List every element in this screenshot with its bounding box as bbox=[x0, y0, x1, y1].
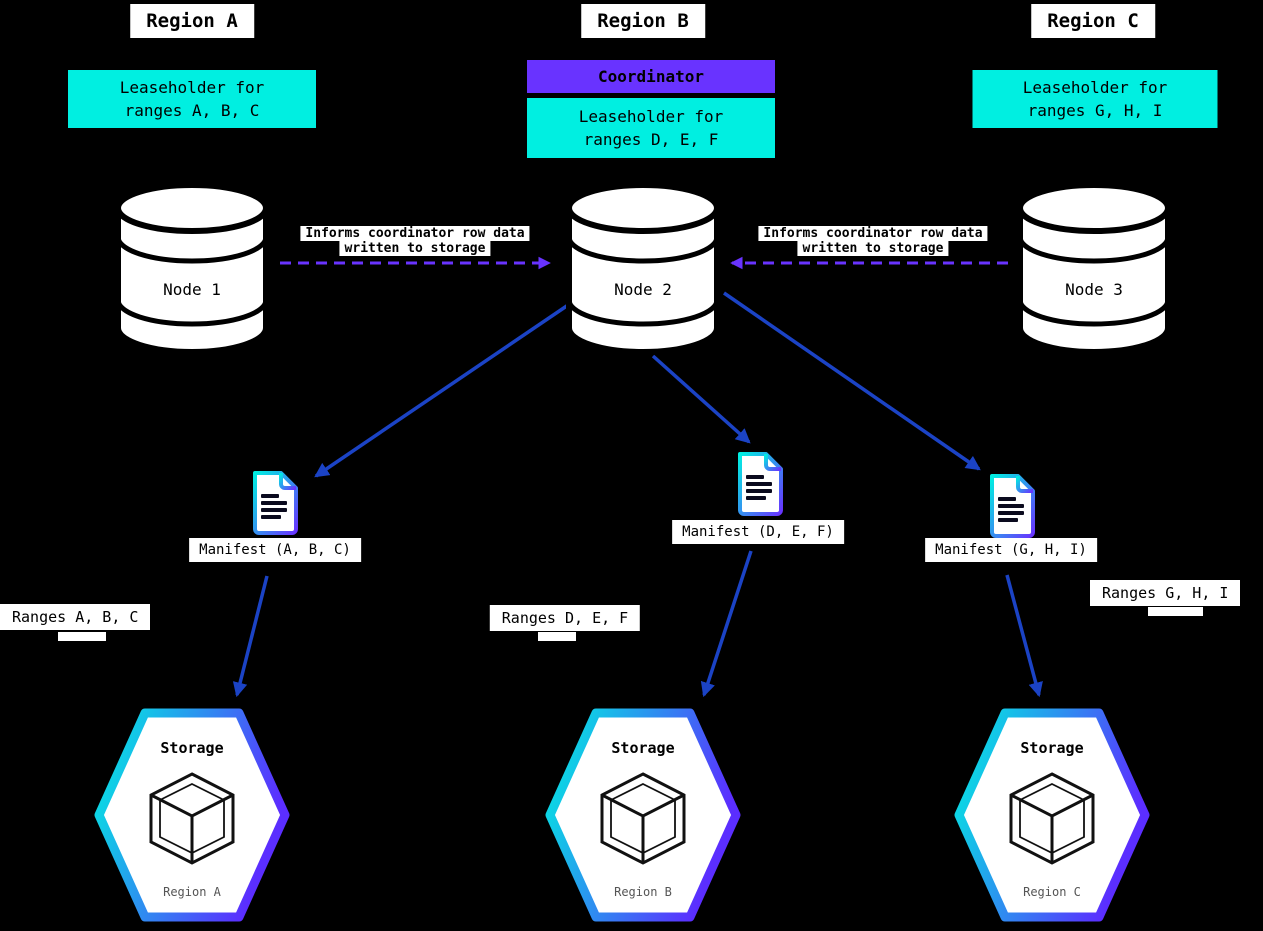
node-1-cylinder: Node 1 bbox=[115, 182, 269, 355]
cube-icon bbox=[600, 772, 686, 865]
ranges-ghi-label: Ranges G, H, I bbox=[1090, 580, 1241, 606]
cylinder-body bbox=[566, 208, 720, 355]
cylinder-band-1 bbox=[115, 236, 269, 264]
clipped-text-fragment bbox=[538, 632, 576, 641]
inform-label-right: Informs coordinator row data written to … bbox=[758, 226, 988, 256]
cube-icon bbox=[149, 772, 235, 865]
storage-a-title: Storage bbox=[160, 739, 223, 757]
manifest-def-label: Manifest (D, E, F) bbox=[672, 520, 844, 544]
node-1-label: Node 1 bbox=[163, 280, 221, 299]
leaseholder-b-box: Leaseholder for ranges D, E, F bbox=[527, 98, 775, 158]
node-2-cylinder: Node 2 bbox=[566, 182, 720, 355]
document-text-lines bbox=[998, 497, 1024, 522]
node-2-label: Node 2 bbox=[614, 280, 672, 299]
leaseholder-b-line2: ranges D, E, F bbox=[583, 130, 719, 149]
storage-b-hexagon: Storage Region B bbox=[545, 708, 741, 922]
leaseholder-b-line1: Leaseholder for bbox=[578, 106, 724, 126]
cylinder-band-1 bbox=[566, 236, 720, 264]
storage-a-region: Region A bbox=[163, 885, 222, 899]
leaseholder-c-line1: Leaseholder for bbox=[1022, 77, 1168, 97]
leaseholder-c-box: Leaseholder for ranges G, H, I bbox=[972, 70, 1218, 128]
arrow-manifest-def-to-storage-b bbox=[700, 550, 753, 698]
document-fold bbox=[764, 454, 781, 471]
cylinder-band-2 bbox=[566, 299, 720, 327]
cylinder-top bbox=[1017, 182, 1171, 234]
region-b-title: Region B bbox=[581, 4, 705, 38]
arrow-node2-to-manifest-ghi bbox=[723, 291, 981, 471]
storage-a-hexagon: Storage Region A bbox=[94, 708, 290, 922]
cylinder-body bbox=[115, 208, 269, 355]
inform-right-line2: written to storage bbox=[797, 241, 949, 256]
manifest-def-file-icon bbox=[738, 452, 783, 516]
inform-right-line1: Informs coordinator row data bbox=[758, 226, 988, 241]
cylinder-top bbox=[115, 182, 269, 234]
inform-left-line2: written to storage bbox=[339, 241, 491, 256]
leaseholder-c-line2: ranges G, H, I bbox=[1027, 101, 1163, 120]
leaseholder-a-line1: Leaseholder for bbox=[119, 77, 265, 97]
node-3-label: Node 3 bbox=[1065, 280, 1123, 299]
storage-c-region: Region C bbox=[1023, 885, 1081, 899]
ranges-def-label: Ranges D, E, F bbox=[489, 605, 641, 631]
coordinator-label: Coordinator bbox=[598, 66, 704, 86]
cylinder-top bbox=[566, 182, 720, 234]
arrow-node2-to-manifest-def bbox=[651, 354, 751, 444]
coordinator-box: Coordinator bbox=[527, 60, 775, 93]
document-fold bbox=[279, 473, 296, 490]
storage-c-title: Storage bbox=[1020, 739, 1083, 757]
manifest-abc-file-icon bbox=[253, 471, 298, 535]
storage-b-title: Storage bbox=[611, 739, 674, 757]
leaseholder-a-line2: ranges A, B, C bbox=[124, 101, 260, 120]
cylinder-band-1 bbox=[1017, 236, 1171, 264]
inform-left-line1: Informs coordinator row data bbox=[300, 226, 530, 241]
document-text-lines bbox=[261, 494, 287, 519]
node-3-cylinder: Node 3 bbox=[1017, 182, 1171, 355]
cylinder-band-2 bbox=[1017, 299, 1171, 327]
manifest-abc-label: Manifest (A, B, C) bbox=[189, 538, 361, 562]
storage-b-region: Region B bbox=[614, 885, 672, 899]
arrow-node2-to-manifest-abc bbox=[314, 297, 578, 478]
clipped-text-fragment bbox=[58, 632, 106, 641]
ranges-abc-label: Ranges A, B, C bbox=[0, 604, 151, 630]
clipped-text-fragment bbox=[1148, 607, 1203, 616]
arrow-manifest-ghi-to-storage-c bbox=[1005, 574, 1043, 698]
document-fold bbox=[1016, 476, 1033, 493]
cube-icon bbox=[1009, 772, 1095, 865]
cylinder-body bbox=[1017, 208, 1171, 355]
manifest-ghi-file-icon bbox=[990, 474, 1035, 538]
region-c-title: Region C bbox=[1031, 4, 1155, 38]
inform-label-left: Informs coordinator row data written to … bbox=[300, 226, 530, 256]
leaseholder-a-box: Leaseholder for ranges A, B, C bbox=[68, 70, 316, 128]
cylinder-band-2 bbox=[115, 299, 269, 327]
document-text-lines bbox=[746, 475, 772, 500]
arrow-manifest-abc-to-storage-a bbox=[232, 575, 269, 698]
region-a-title: Region A bbox=[130, 4, 254, 38]
storage-c-hexagon: Storage Region C bbox=[954, 708, 1150, 922]
manifest-ghi-label: Manifest (G, H, I) bbox=[925, 538, 1097, 562]
